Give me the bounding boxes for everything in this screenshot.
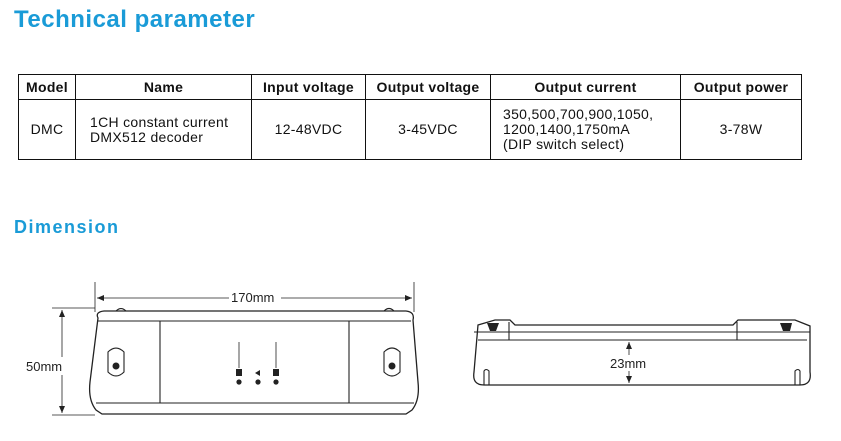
table-row: DMC 1CH constant current DMX512 decoder … (18, 99, 802, 160)
spec-table-header-row: Model Name Input voltage Output voltage … (18, 74, 802, 100)
section-heading-dimension: Dimension (14, 217, 120, 237)
cell-output-current-line: (DIP switch select) (503, 136, 625, 152)
side-view-details (487, 323, 792, 331)
cell-model: DMC (18, 99, 76, 160)
cell-output-current: 350,500,700,900,1050, 1200,1400,1750mA (… (490, 99, 681, 160)
header-model: Model (18, 74, 76, 100)
cell-output-current-line: 350,500,700,900,1050, (503, 106, 654, 122)
spec-table: Model Name Input voltage Output voltage … (18, 74, 802, 160)
header-input-voltage: Input voltage (251, 74, 366, 100)
cell-output-voltage: 3-45VDC (365, 99, 491, 160)
side-view-drawing (473, 319, 811, 386)
header-output-current: Output current (490, 74, 681, 100)
section-heading-technical: Technical parameter (14, 6, 256, 33)
cell-output-current-line: 1200,1400,1750mA (503, 121, 631, 137)
cell-name: 1CH constant current DMX512 decoder (75, 99, 252, 160)
top-view-drawing (52, 282, 420, 416)
header-output-power: Output power (680, 74, 802, 100)
dimension-length-label: 170mm (231, 290, 275, 305)
top-view-details (112, 362, 396, 385)
cell-name-line: DMX512 decoder (90, 128, 204, 145)
dimension-width-label: 50mm (26, 359, 63, 374)
cell-name-line: 1CH constant current (90, 113, 229, 130)
dimension-height-label: 23mm (610, 356, 647, 371)
cell-input-voltage: 12-48VDC (251, 99, 366, 160)
cell-output-power: 3-78W (680, 99, 802, 160)
